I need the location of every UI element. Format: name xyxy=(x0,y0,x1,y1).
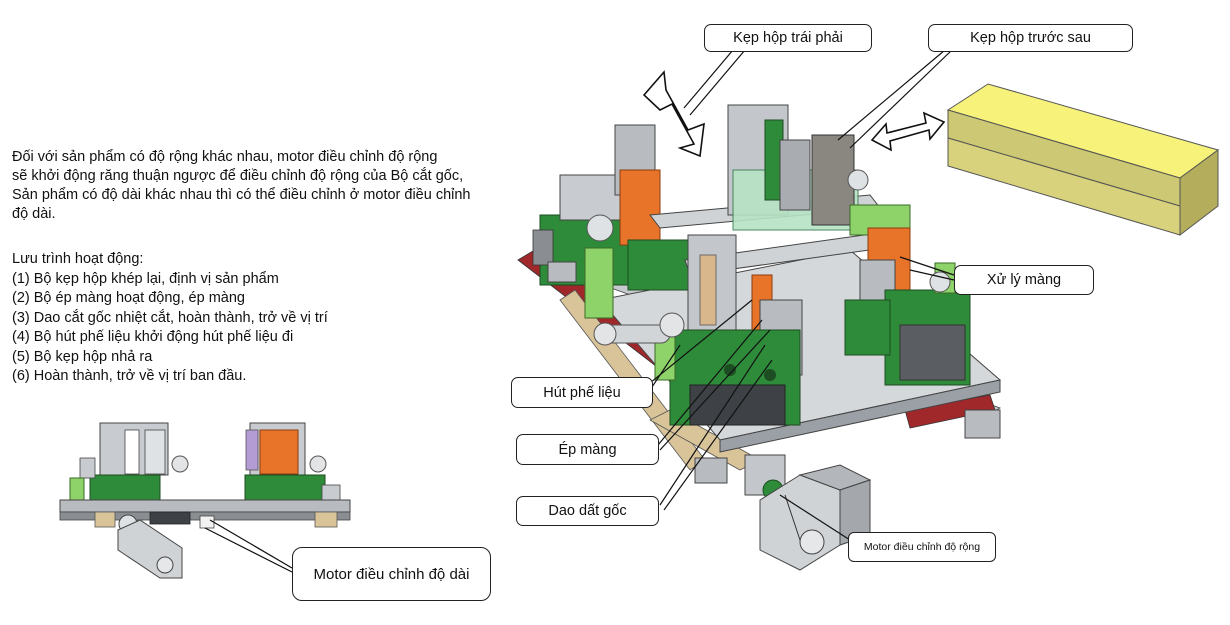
callout-xu-ly-mang: Xử lý màng xyxy=(954,265,1094,295)
double-arrow-left-right xyxy=(642,70,705,158)
workflow-title: Lưu trình hoạt động: xyxy=(12,251,144,267)
callout-kep-truoc-sau: Kẹp hộp trước sau xyxy=(928,24,1133,52)
callout-hut-phe-lieu: Hút phế liệu xyxy=(511,377,653,408)
callout-dao-dat-goc: Dao dất gốc xyxy=(516,496,659,526)
double-arrow-front-back xyxy=(870,111,946,152)
workflow-step: (6) Hoàn thành, trở về vị trí ban đầu. xyxy=(12,368,247,384)
callout-motor-do-rong: Motor điều chỉnh độ rộng xyxy=(848,532,996,562)
description-line: Sản phẩm có độ dài khác nhau thì có thể … xyxy=(12,187,471,203)
description-paragraph: Đối với sản phẩm có độ rộng khác nhau, m… xyxy=(12,148,522,224)
description-line: độ dài. xyxy=(12,206,56,222)
description-line: sẽ khởi động răng thuận ngược để điều ch… xyxy=(12,168,464,184)
main-machine xyxy=(517,104,1002,484)
small-machine-front-view xyxy=(59,422,351,579)
description-line: Đối với sản phẩm có độ rộng khác nhau, m… xyxy=(12,149,438,165)
workflow-step: (4) Bộ hút phế liệu khởi động hút phế li… xyxy=(12,329,294,345)
workflow-step: (1) Bộ kẹp hộp khép lại, định vị sản phẩ… xyxy=(12,270,279,287)
workflow-step: (3) Dao cắt gốc nhiệt cắt, hoàn thành, t… xyxy=(12,309,328,326)
width-motor xyxy=(744,454,872,571)
callout-kep-trai-phai: Kẹp hộp trái phải xyxy=(704,24,872,52)
leader-lines xyxy=(204,49,955,573)
product-box xyxy=(946,83,1220,237)
callout-motor-do-dai: Motor điều chỉnh độ dài xyxy=(292,547,491,601)
workflow-step: (5) Bộ kẹp hộp nhả ra xyxy=(12,348,153,365)
workflow-list: Lưu trình hoạt động: (1) Bộ kẹp hộp khép… xyxy=(12,250,452,387)
workflow-step: (2) Bộ ép màng hoạt động, ép màng xyxy=(12,290,245,306)
callout-ep-mang: Ép màng xyxy=(516,434,659,465)
